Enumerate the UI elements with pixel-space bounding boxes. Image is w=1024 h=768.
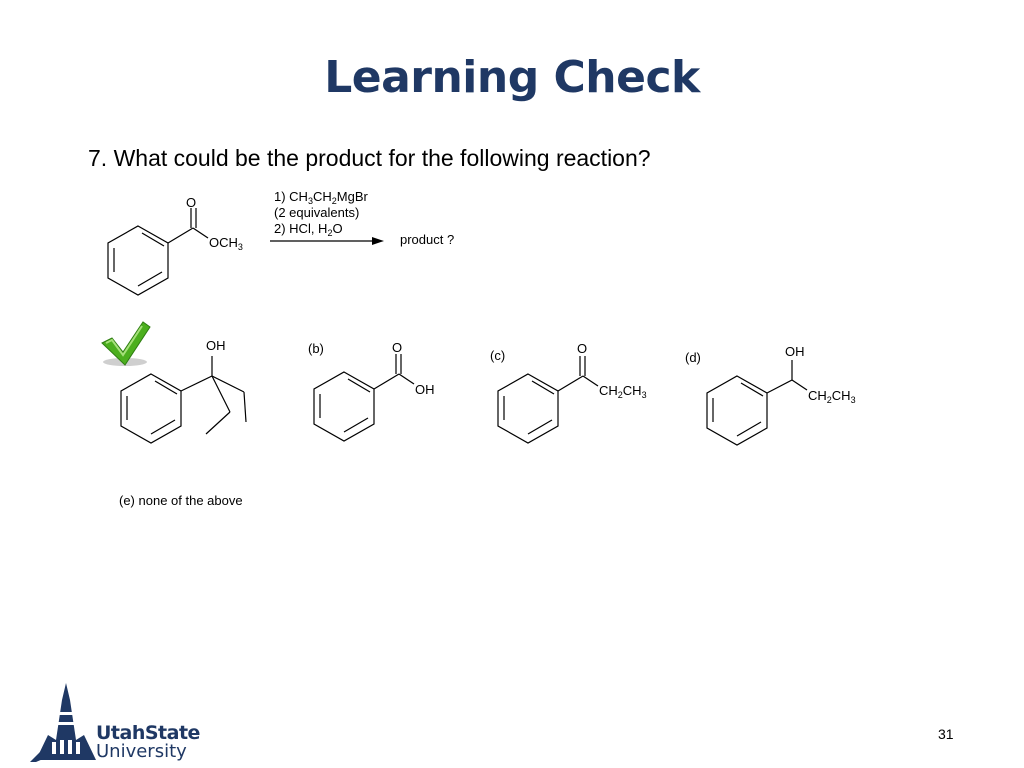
option-d-ethyl-label: CH2CH3: [808, 388, 856, 405]
reagent-step2: 2) HCl, H2O: [274, 221, 343, 238]
reactant-structure: [107, 208, 209, 296]
logo-text-university: University: [96, 741, 187, 762]
logo-text-utahstate: UtahState: [96, 722, 200, 744]
option-c-structure: [497, 356, 599, 444]
page-number: 31: [938, 726, 954, 742]
option-b-structure: [313, 354, 415, 442]
reactant-o-label: O: [186, 195, 196, 210]
option-a-structure: [120, 356, 247, 444]
reagent-step1-note: (2 equivalents): [274, 205, 359, 220]
option-c-o-label: O: [577, 341, 587, 356]
reaction-arrow-head: [372, 237, 384, 245]
university-logo-icon: [30, 683, 96, 762]
option-c-label: (c): [490, 348, 505, 363]
option-d-structure: [706, 360, 808, 446]
option-e-label: (e) none of the above: [119, 493, 243, 508]
option-b-o-label: O: [392, 340, 402, 355]
question-text: 7. What could be the product for the fol…: [88, 145, 651, 171]
option-d-oh-label: OH: [785, 344, 805, 359]
reagent-step1: 1) CH3CH2MgBr: [274, 189, 368, 206]
option-d-label: (d): [685, 350, 701, 365]
option-a-oh-label: OH: [206, 338, 226, 353]
option-b-label: (b): [308, 341, 324, 356]
reactant-och3-label: OCH3: [209, 235, 243, 252]
option-b-oh-label: OH: [415, 382, 435, 397]
correct-check-icon: [101, 321, 151, 366]
product-label: product ?: [400, 232, 454, 247]
option-c-ethyl-label: CH2CH3: [599, 383, 647, 400]
slide-title: Learning Check: [324, 52, 700, 103]
